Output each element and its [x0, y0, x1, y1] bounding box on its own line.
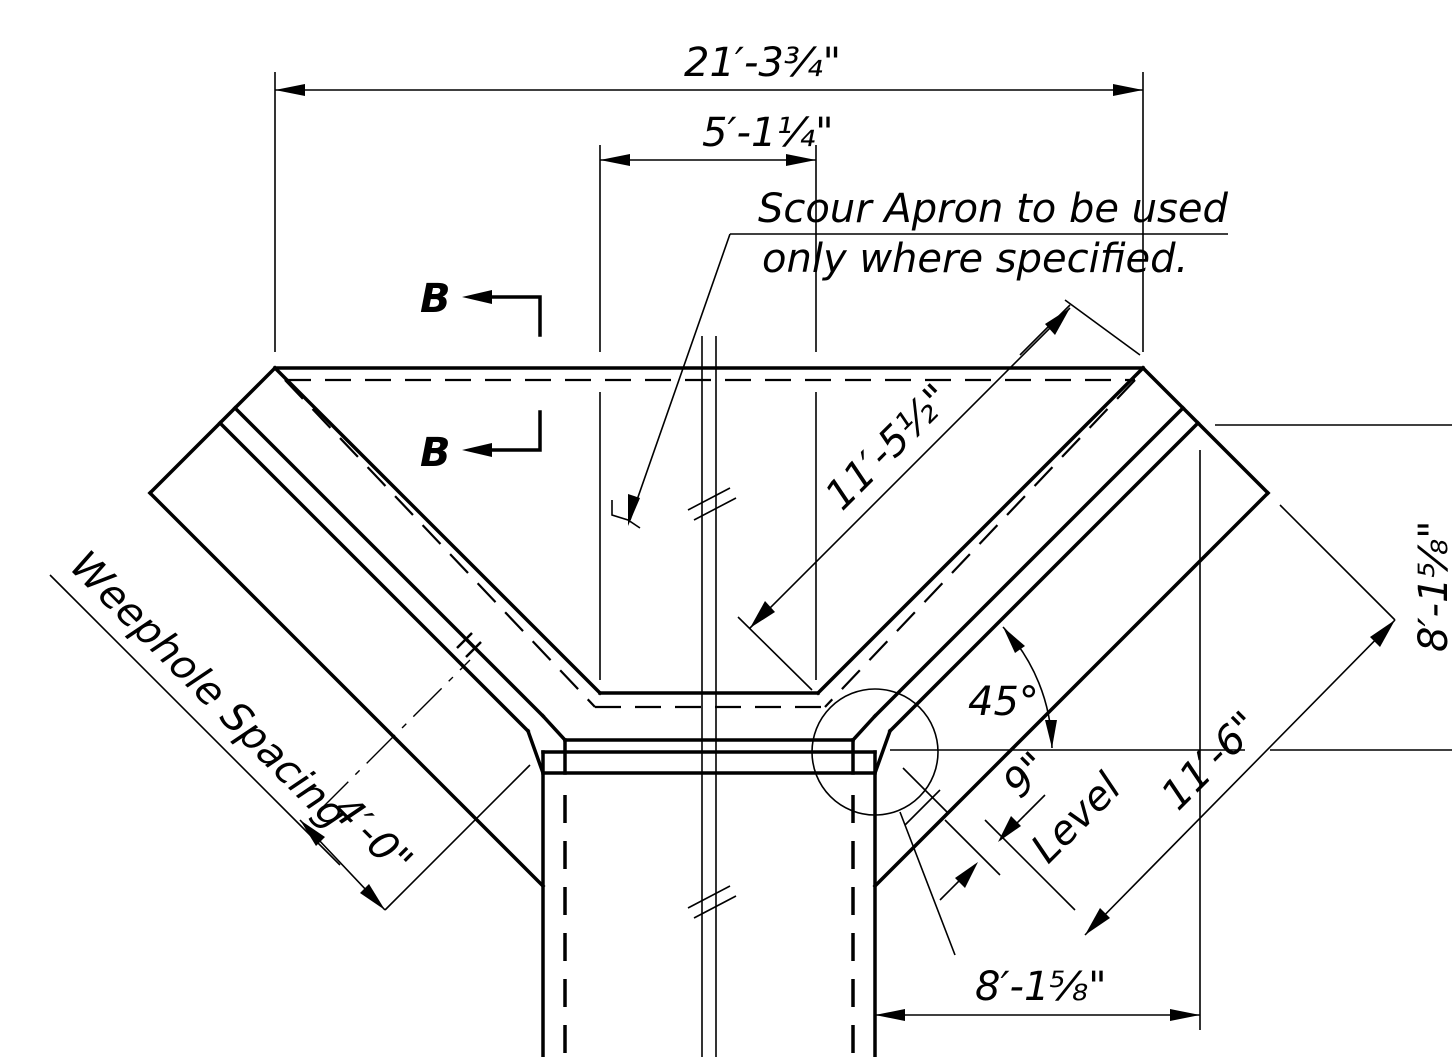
dim-right-height: 8′-1⅝"	[1411, 520, 1452, 652]
scour-note-leader	[611, 233, 1228, 529]
weephole-centerline	[319, 659, 471, 811]
scour-note-line2: only where specified.	[762, 236, 1188, 282]
dim-depth: 9"	[995, 744, 1059, 808]
dim-diagonal-length: 11′-5½"	[817, 376, 961, 520]
extension-lines	[49, 72, 1452, 1030]
dimension-lines	[275, 84, 1396, 1021]
dim-overall-width: 21′-3¾"	[684, 40, 841, 86]
dim-wing-length: 11′-6"	[1153, 703, 1269, 819]
section-letter-bottom: B	[420, 430, 451, 476]
section-cut-top	[462, 290, 542, 337]
detail-circle	[811, 688, 1001, 956]
culvert-barrel	[541, 738, 877, 1057]
right-wing-wall	[850, 365, 1271, 889]
scour-note-line1: Scour Apron to be used	[758, 186, 1228, 232]
dim-bottom-width: 8′-1⅝"	[975, 964, 1107, 1010]
apron-outline	[272, 365, 1146, 709]
angle-label: 45°	[968, 679, 1039, 725]
dim-inner-width: 5′-1¼"	[702, 110, 834, 156]
left-wing-wall	[147, 365, 568, 889]
section-cut-bottom	[462, 410, 542, 457]
section-letter-top: B	[420, 276, 451, 322]
centerline-break	[687, 336, 737, 1057]
weephole-spacing-label: Weephole Spacing	[61, 543, 356, 838]
